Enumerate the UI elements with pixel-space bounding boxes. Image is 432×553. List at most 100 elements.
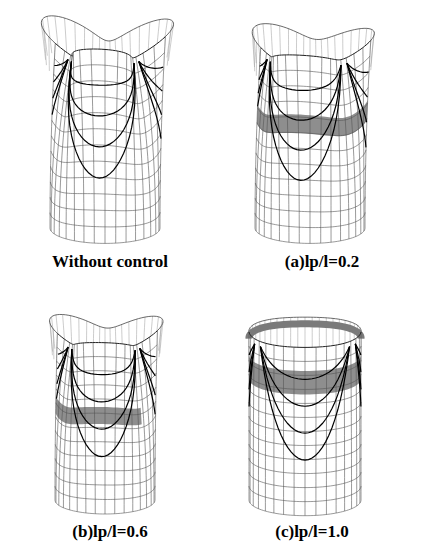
mesh-line [65,18,67,54]
figure-label: (c)lp/l=1.0 [275,523,348,542]
shell-surface [50,37,165,244]
mesh-line [160,322,163,353]
cylinder-shell [252,24,374,244]
shell-surface [249,332,361,516]
contour-line [139,61,162,114]
contour-line [56,347,68,399]
mesh-line [254,38,255,72]
contour-line [71,62,134,86]
contour-line [72,349,135,375]
mesh-line [50,196,160,211]
mesh-line [261,40,371,59]
mesh-line [297,55,299,243]
mesh-line [256,43,257,76]
contour-line [258,59,268,106]
mesh-line [249,388,361,403]
mesh-line [48,37,50,71]
mesh-line [310,56,311,244]
mesh-line [249,430,361,445]
mesh-line [52,116,162,134]
mesh-line [116,51,118,243]
mesh-line [249,402,361,417]
contour-line [260,347,349,380]
contour-line [139,61,163,90]
mesh-line [256,53,266,231]
mesh-line [249,486,361,502]
mesh-line [115,343,117,513]
rim-line [50,314,163,333]
mesh-line [53,329,55,359]
figure-label: Without control [52,253,168,272]
mesh-line [50,228,160,243]
mesh-line [51,164,161,179]
mesh-line [55,472,155,485]
contour-line [347,63,367,122]
mesh-line [50,212,160,227]
mesh-line [249,346,361,361]
contour-line [270,62,341,91]
figure-label: (b)lp/l=0.6 [72,523,147,542]
contour-line [249,344,255,407]
mesh-line [255,212,365,227]
contour-line [69,62,135,147]
mesh-line [56,401,156,415]
contour-line [139,61,161,138]
contour-line [140,348,155,414]
mesh-line [55,444,155,457]
mesh-line [55,458,155,471]
mesh-line [285,55,289,242]
contour-line [52,59,68,114]
mesh-line [256,165,366,181]
contour-line [70,62,134,116]
mesh-line [47,16,52,53]
mesh-line [55,500,155,514]
contour-line [269,62,341,181]
contour-line [347,63,366,147]
mesh-line [57,331,157,346]
mesh-line [44,30,47,65]
mesh-line [255,197,365,212]
mesh-line [365,40,371,228]
cylinder-shell [50,314,163,514]
mesh-line [249,472,361,488]
mesh-line [256,150,366,166]
mesh-line [160,37,165,228]
mesh-line [55,486,155,500]
mesh-line [56,415,156,428]
mesh-line [55,429,155,442]
mesh-line [80,50,84,242]
shell-surface [55,331,157,514]
mesh-line [51,148,161,164]
mesh-line [249,500,361,516]
contour-line [71,349,135,429]
cylinder-shell [41,16,173,244]
actuator-band [249,324,361,339]
contour-line [260,347,349,434]
mesh-line [50,180,160,195]
mesh-line [167,21,172,57]
mesh-line [341,60,349,239]
mesh-line [255,228,365,243]
mesh-line [249,416,361,431]
contour-line [72,349,135,402]
contour-line [270,62,341,120]
contour-line [260,347,349,460]
mesh-line [70,316,71,347]
rim-line [41,16,173,44]
mesh-line [249,444,361,460]
mesh-line [271,24,273,59]
mesh-line [51,132,161,149]
mesh-line [83,343,86,513]
contour-line [68,62,135,179]
mesh-line [257,25,260,60]
figure-label: (a)lp/l=0.2 [285,253,359,272]
mesh-line [260,56,370,75]
contour-line [355,344,361,407]
mesh-line [249,332,361,347]
mesh-line [255,181,365,196]
mesh-line [159,319,163,351]
contour-line [270,62,341,150]
shell-surface [255,40,371,243]
mesh-line [55,37,165,58]
